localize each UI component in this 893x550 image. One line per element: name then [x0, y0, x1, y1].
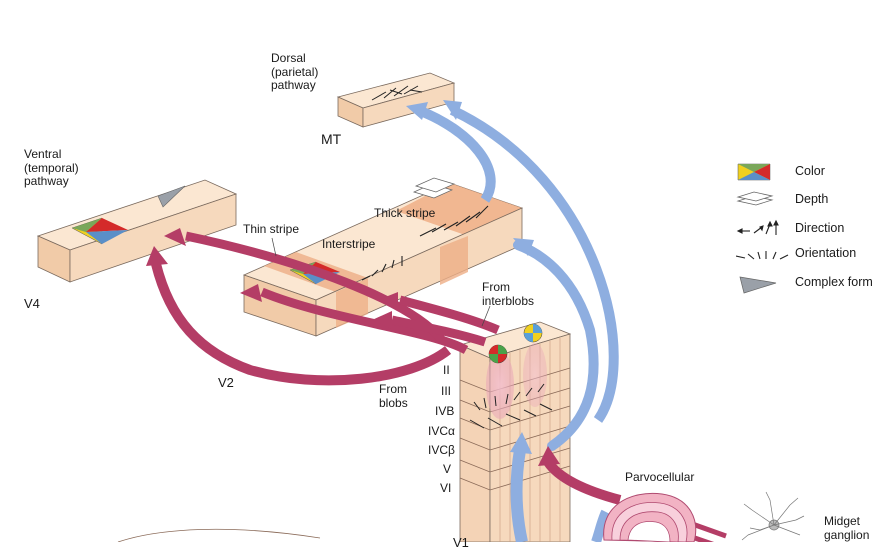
midget-ganglion-cell [741, 491, 805, 541]
legend-label-depth: Depth [795, 192, 829, 206]
layer-label-ivb: IVB [435, 404, 455, 418]
magenta-pathway-arrows [146, 228, 727, 542]
legend-label-direction: Direction [795, 221, 845, 235]
v1-area-block [458, 321, 572, 542]
blob-color-icon [488, 344, 508, 364]
from-blobs-label: From blobs [379, 382, 408, 410]
v4-complex-form-icon [157, 185, 186, 208]
legend-label-orientation: Orientation [795, 246, 857, 260]
lgn-parvocellular [603, 492, 697, 542]
dorsal-pathway-label: Dorsal (parietal) pathway [271, 51, 319, 92]
v2-label: V2 [218, 375, 234, 390]
depth-icon [736, 191, 774, 206]
direction-icon [736, 219, 779, 235]
mt-direction-marks [371, 85, 423, 101]
legend-item-direction: Direction [736, 219, 886, 239]
layer-label-iii: III [441, 384, 452, 398]
legend-label-complex-form: Complex form [795, 275, 873, 289]
orientation-icon [736, 251, 789, 260]
ventral-pathway-label: Ventral (temporal) pathway [24, 147, 79, 188]
layer-label-ivc-beta: IVCβ [428, 443, 455, 457]
interstripe-label: Interstripe [322, 237, 376, 251]
mt-area-box [336, 72, 456, 128]
retina-outline [117, 528, 321, 542]
layer-label-ii: II [443, 363, 450, 377]
from-interblobs-label: From interblobs [482, 280, 535, 308]
legend-item-color: Color [736, 162, 886, 182]
complex-form-icon [739, 276, 777, 294]
midget-ganglion-label: Midget ganglion [824, 514, 870, 542]
legend-label-color: Color [795, 164, 825, 178]
thin-stripe-label: Thin stripe [243, 222, 300, 236]
blue-pathway-arrows [406, 100, 619, 542]
layer-label-ivc-alpha: IVCα [428, 424, 455, 438]
layer-label-v: V [443, 462, 452, 476]
mt-label: MT [321, 131, 342, 147]
layer-label-vi: VI [440, 481, 452, 495]
parvocellular-label: Parvocellular [625, 470, 695, 484]
legend-item-depth: Depth [736, 190, 886, 210]
v4-area-box [36, 179, 238, 283]
legend-item-orientation: Orientation [736, 244, 886, 264]
v4-label: V4 [24, 296, 40, 311]
legend-item-complex-form: Complex form [736, 273, 886, 294]
interblob-color-icon [523, 323, 543, 343]
thick-stripe-label: Thick stripe [374, 206, 436, 220]
v1-label: V1 [453, 535, 469, 550]
color-icon [737, 163, 771, 181]
